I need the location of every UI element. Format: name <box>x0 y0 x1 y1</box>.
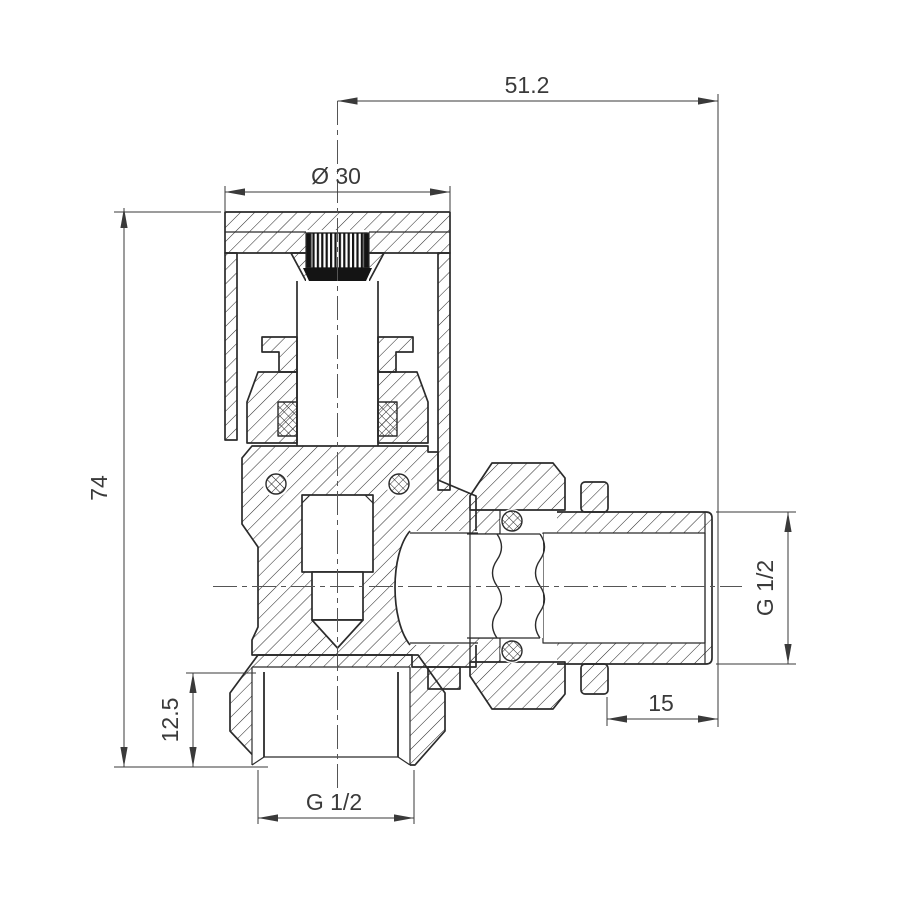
dim-label-overall-height: 74 <box>86 475 112 501</box>
arrow-right <box>394 814 414 822</box>
arrow-up <box>120 208 128 228</box>
arrow-right <box>698 97 718 105</box>
arrow-left <box>337 97 358 105</box>
dim-label-top-width: 51.2 <box>505 72 550 98</box>
dim-bottom-nut-height: 12.5 <box>157 672 256 767</box>
bonnet-o-rings <box>263 471 412 497</box>
dim-label-outlet-thread: G 1/2 <box>752 560 778 616</box>
outlet-male-thread-section <box>542 481 713 695</box>
o-ring-left <box>265 473 287 495</box>
dim-bottom-thread: G 1/2 <box>257 770 415 824</box>
union-o-ring-lower <box>501 640 523 662</box>
o-ring-right <box>388 473 410 495</box>
dim-outlet-thread-length: 15 <box>606 690 718 726</box>
dim-outlet-thread: G 1/2 <box>716 511 796 665</box>
arrow-right <box>698 715 718 723</box>
dim-overall-height: 74 <box>86 208 268 768</box>
dim-cap-diameter: Ø 30 <box>224 163 451 211</box>
hex-flat-upper <box>580 481 609 513</box>
dim-label-outlet-thread-length: 15 <box>648 690 674 716</box>
dim-label-bottom-thread: G 1/2 <box>306 789 362 815</box>
arrow-down <box>120 747 128 767</box>
arrow-down <box>189 747 197 767</box>
arrow-right <box>430 188 450 196</box>
centerlines <box>213 101 742 790</box>
dim-label-bottom-nut-height: 12.5 <box>157 698 183 743</box>
dim-top-width: 51.2 <box>337 72 719 727</box>
arrow-up <box>784 512 792 532</box>
bottom-female-thread-section <box>229 654 446 767</box>
packing-seals <box>277 401 398 437</box>
union-o-ring-upper <box>501 510 523 532</box>
arrow-down <box>784 644 792 664</box>
dim-label-cap-diameter: Ø 30 <box>311 163 361 189</box>
arrow-left <box>225 188 245 196</box>
arrow-left <box>607 715 627 723</box>
arrow-left <box>258 814 278 822</box>
arrow-up <box>189 673 197 693</box>
hex-flat-lower <box>580 663 609 695</box>
outlet-bore <box>394 530 478 646</box>
